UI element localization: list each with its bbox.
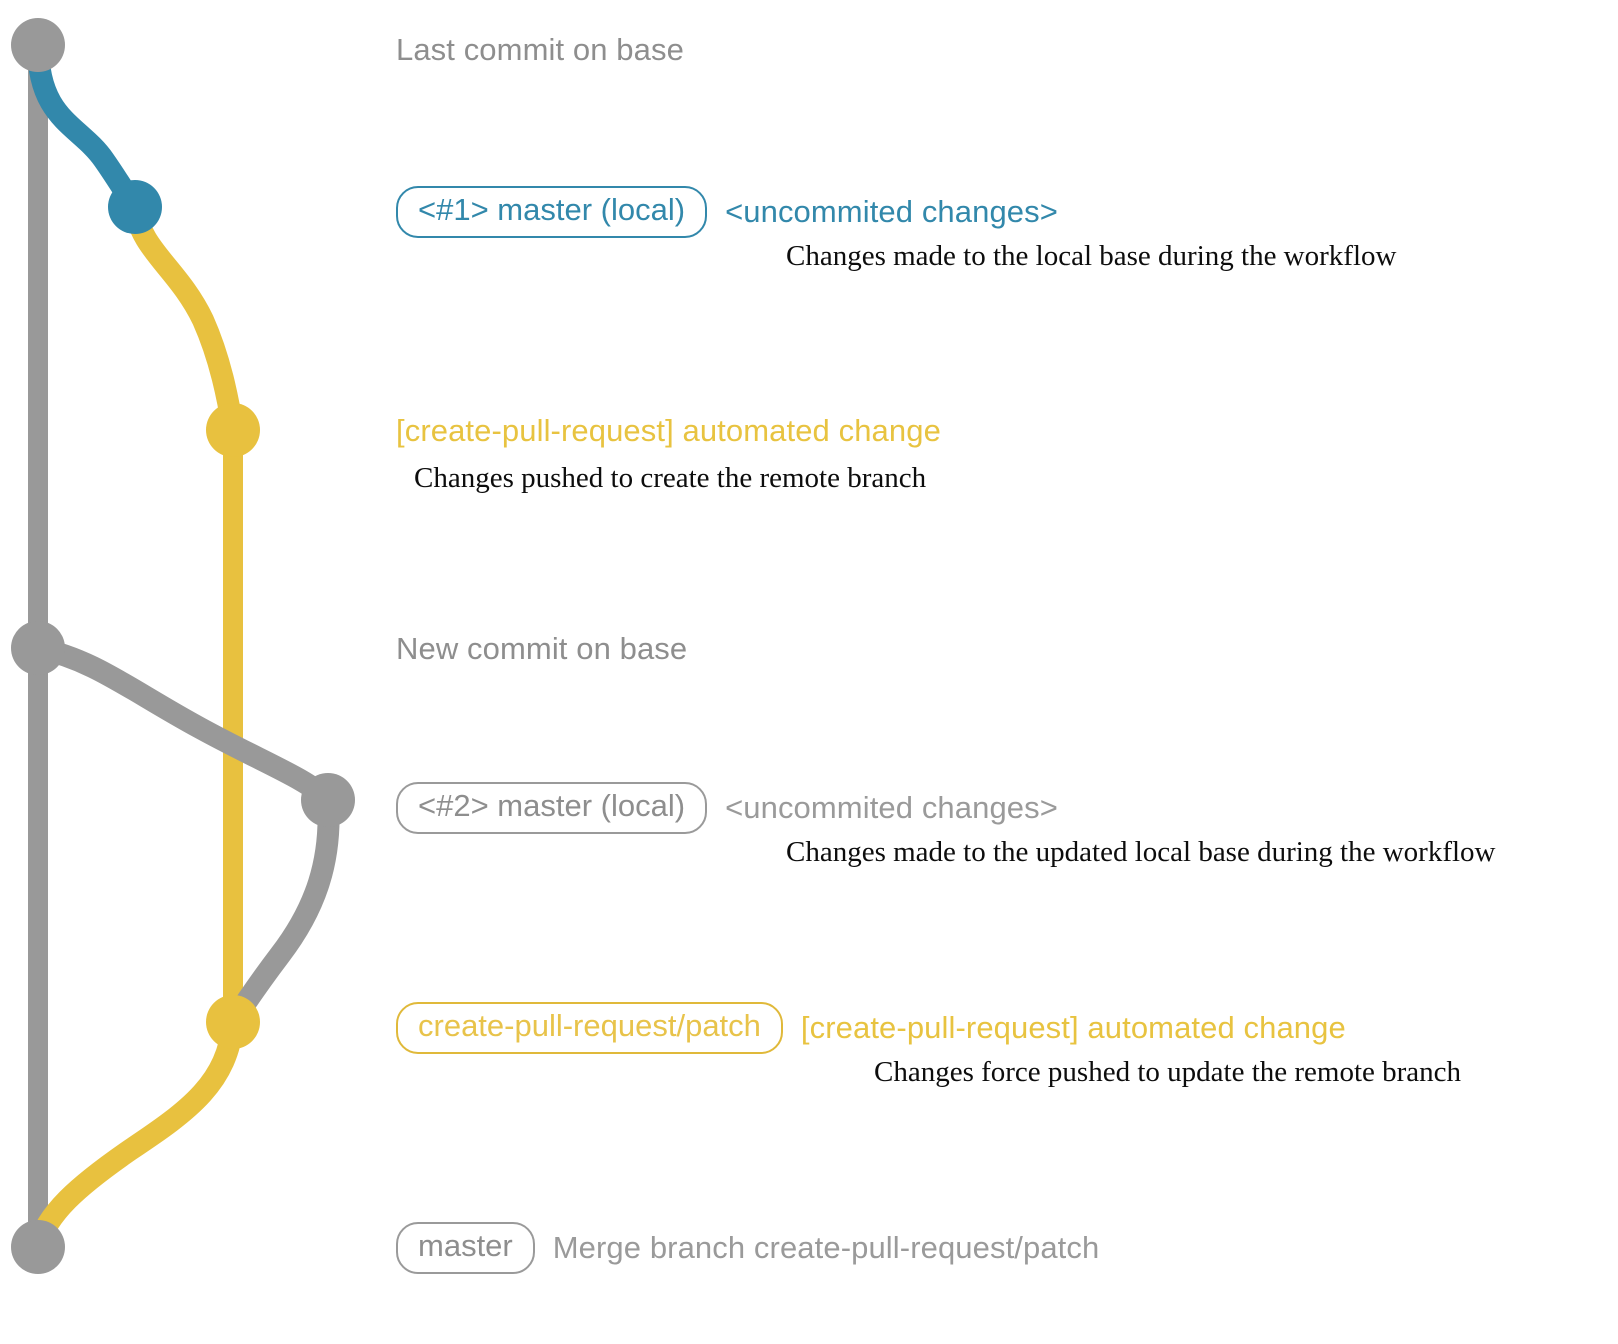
commit-title-local-2: <uncommited changes> <box>725 789 1058 825</box>
edge-patch2-to-merge <box>27 1011 244 1258</box>
commit-subtitle-local-1: Changes made to the local base during th… <box>786 240 1397 272</box>
branch-badge-local-2[interactable]: <#2> master (local) <box>396 782 708 834</box>
branch-badge-create-pull-request-patch[interactable]: create-pull-request/patch <box>396 1002 783 1054</box>
caption-last-commit-on-base: Last commit on base <box>396 32 684 67</box>
git-graph <box>11 18 355 1274</box>
branch-badge-master[interactable]: master <box>396 1222 535 1274</box>
commit-node-automated-change-1[interactable] <box>206 403 260 457</box>
commit-title-automated-change-1: [create-pull-request] automated change <box>396 413 941 448</box>
commit-node-new-commit-on-base[interactable] <box>11 621 65 675</box>
commit-node-local-2[interactable] <box>301 773 355 827</box>
commit-node-merge-master[interactable] <box>11 1220 65 1274</box>
commit-subtitle-local-2: Changes made to the updated local base d… <box>786 836 1496 868</box>
commit-subtitle-automated-change-1: Changes pushed to create the remote bran… <box>414 462 927 494</box>
commit-node-last-commit-on-base[interactable] <box>11 18 65 72</box>
commit-title-automated-change-2: [create-pull-request] automated change <box>800 1009 1346 1045</box>
commit-row-automated-change-2: create-pull-request/patch [create-pull-r… <box>396 1002 1346 1054</box>
edge-local1-to-patch1 <box>124 196 244 441</box>
commit-subtitle-automated-change-2: Changes force pushed to update the remot… <box>874 1056 1462 1088</box>
edge-base2-to-local2 <box>27 637 339 811</box>
caption-new-commit-on-base: New commit on base <box>396 631 688 666</box>
commit-title-local-1: <uncommited changes> <box>725 193 1058 229</box>
commit-row-automated-change-1: [create-pull-request] automated change <box>396 413 941 449</box>
branch-badge-local-1[interactable]: <#1> master (local) <box>396 186 708 238</box>
commit-row-merge-master: master Merge branch create-pull-request/… <box>396 1222 1099 1274</box>
commit-node-automated-change-2[interactable] <box>206 995 260 1049</box>
commit-row-local-2: <#2> master (local) <uncommited changes> <box>396 782 1058 834</box>
commit-title-merge-master: Merge branch create-pull-request/patch <box>552 1229 1100 1265</box>
commit-node-local-1[interactable] <box>108 180 162 234</box>
commit-row-local-1: <#1> master (local) <uncommited changes> <box>396 186 1058 238</box>
